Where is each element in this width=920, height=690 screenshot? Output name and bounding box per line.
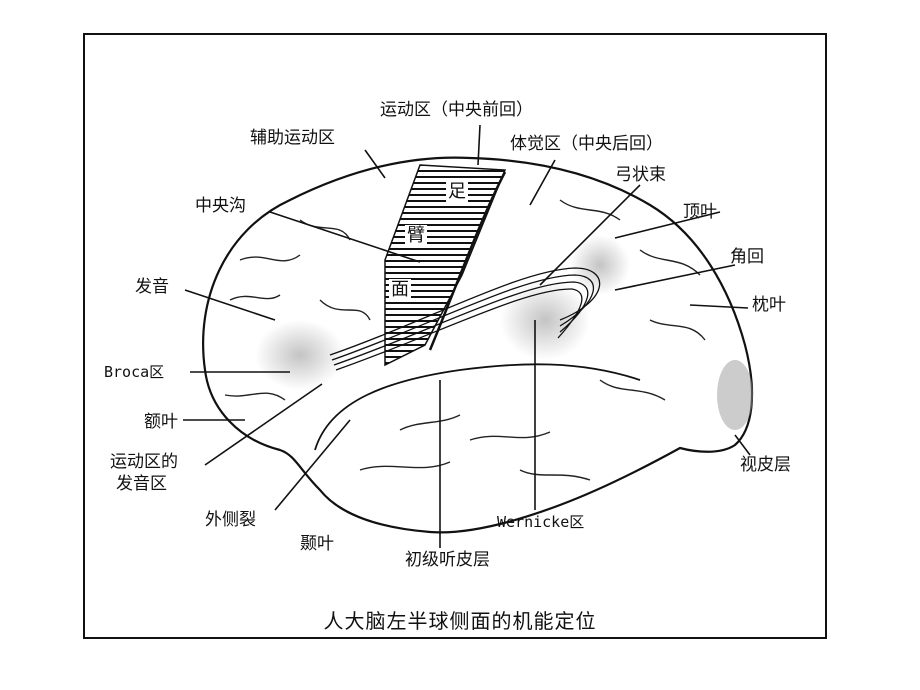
sulci-details [224, 199, 706, 481]
arcuate-fasciculus [329, 267, 601, 371]
face-label: 面 [389, 279, 411, 301]
articulation-label: 发音 [135, 277, 169, 297]
central-sulcus-label: 中央沟 [195, 196, 246, 216]
temporal-lobe-outline [314, 363, 641, 451]
arcuate-fasciculus-label: 弓状束 [615, 165, 666, 185]
visual-cortex-label: 视皮层 [740, 455, 791, 475]
wernicke-area-shading [500, 280, 590, 360]
precentral-gyrus-hatching [384, 164, 507, 367]
primary-auditory-cortex-label: 初级听皮层 [405, 550, 490, 570]
angular-gyrus-shading [570, 235, 630, 295]
somatosensory-area-label: 体觉区（中央后回） [510, 134, 663, 154]
leader-lines [183, 124, 751, 548]
frontal-lobe-label: 额叶 [144, 412, 178, 432]
supplementary-motor-label: 辅助运动区 [250, 128, 335, 148]
visual-cortex-shading [717, 360, 753, 430]
motor-area-label: 运动区（中央前回） [380, 100, 533, 120]
broca-area-label: Broca区 [104, 363, 165, 381]
angular-gyrus-label: 角回 [730, 247, 764, 267]
motor-speech-label-line1: 运动区的 [110, 452, 178, 472]
arm-label: 臂 [405, 225, 427, 247]
motor-speech-label-line2: 发音区 [116, 474, 167, 494]
central-sulcus-line [428, 171, 507, 351]
figure-caption: 人大脑左半球侧面的机能定位 [323, 609, 597, 633]
foot-label: 足 [446, 181, 468, 203]
parietal-lobe-label: 顶叶 [683, 202, 717, 222]
occipital-lobe-label: 枕叶 [752, 295, 786, 315]
lateral-fissure-label: 外侧裂 [205, 510, 256, 530]
wernicke-area-label: Wernicke区 [497, 513, 585, 531]
temporal-lobe-label: 颞叶 [300, 534, 334, 554]
